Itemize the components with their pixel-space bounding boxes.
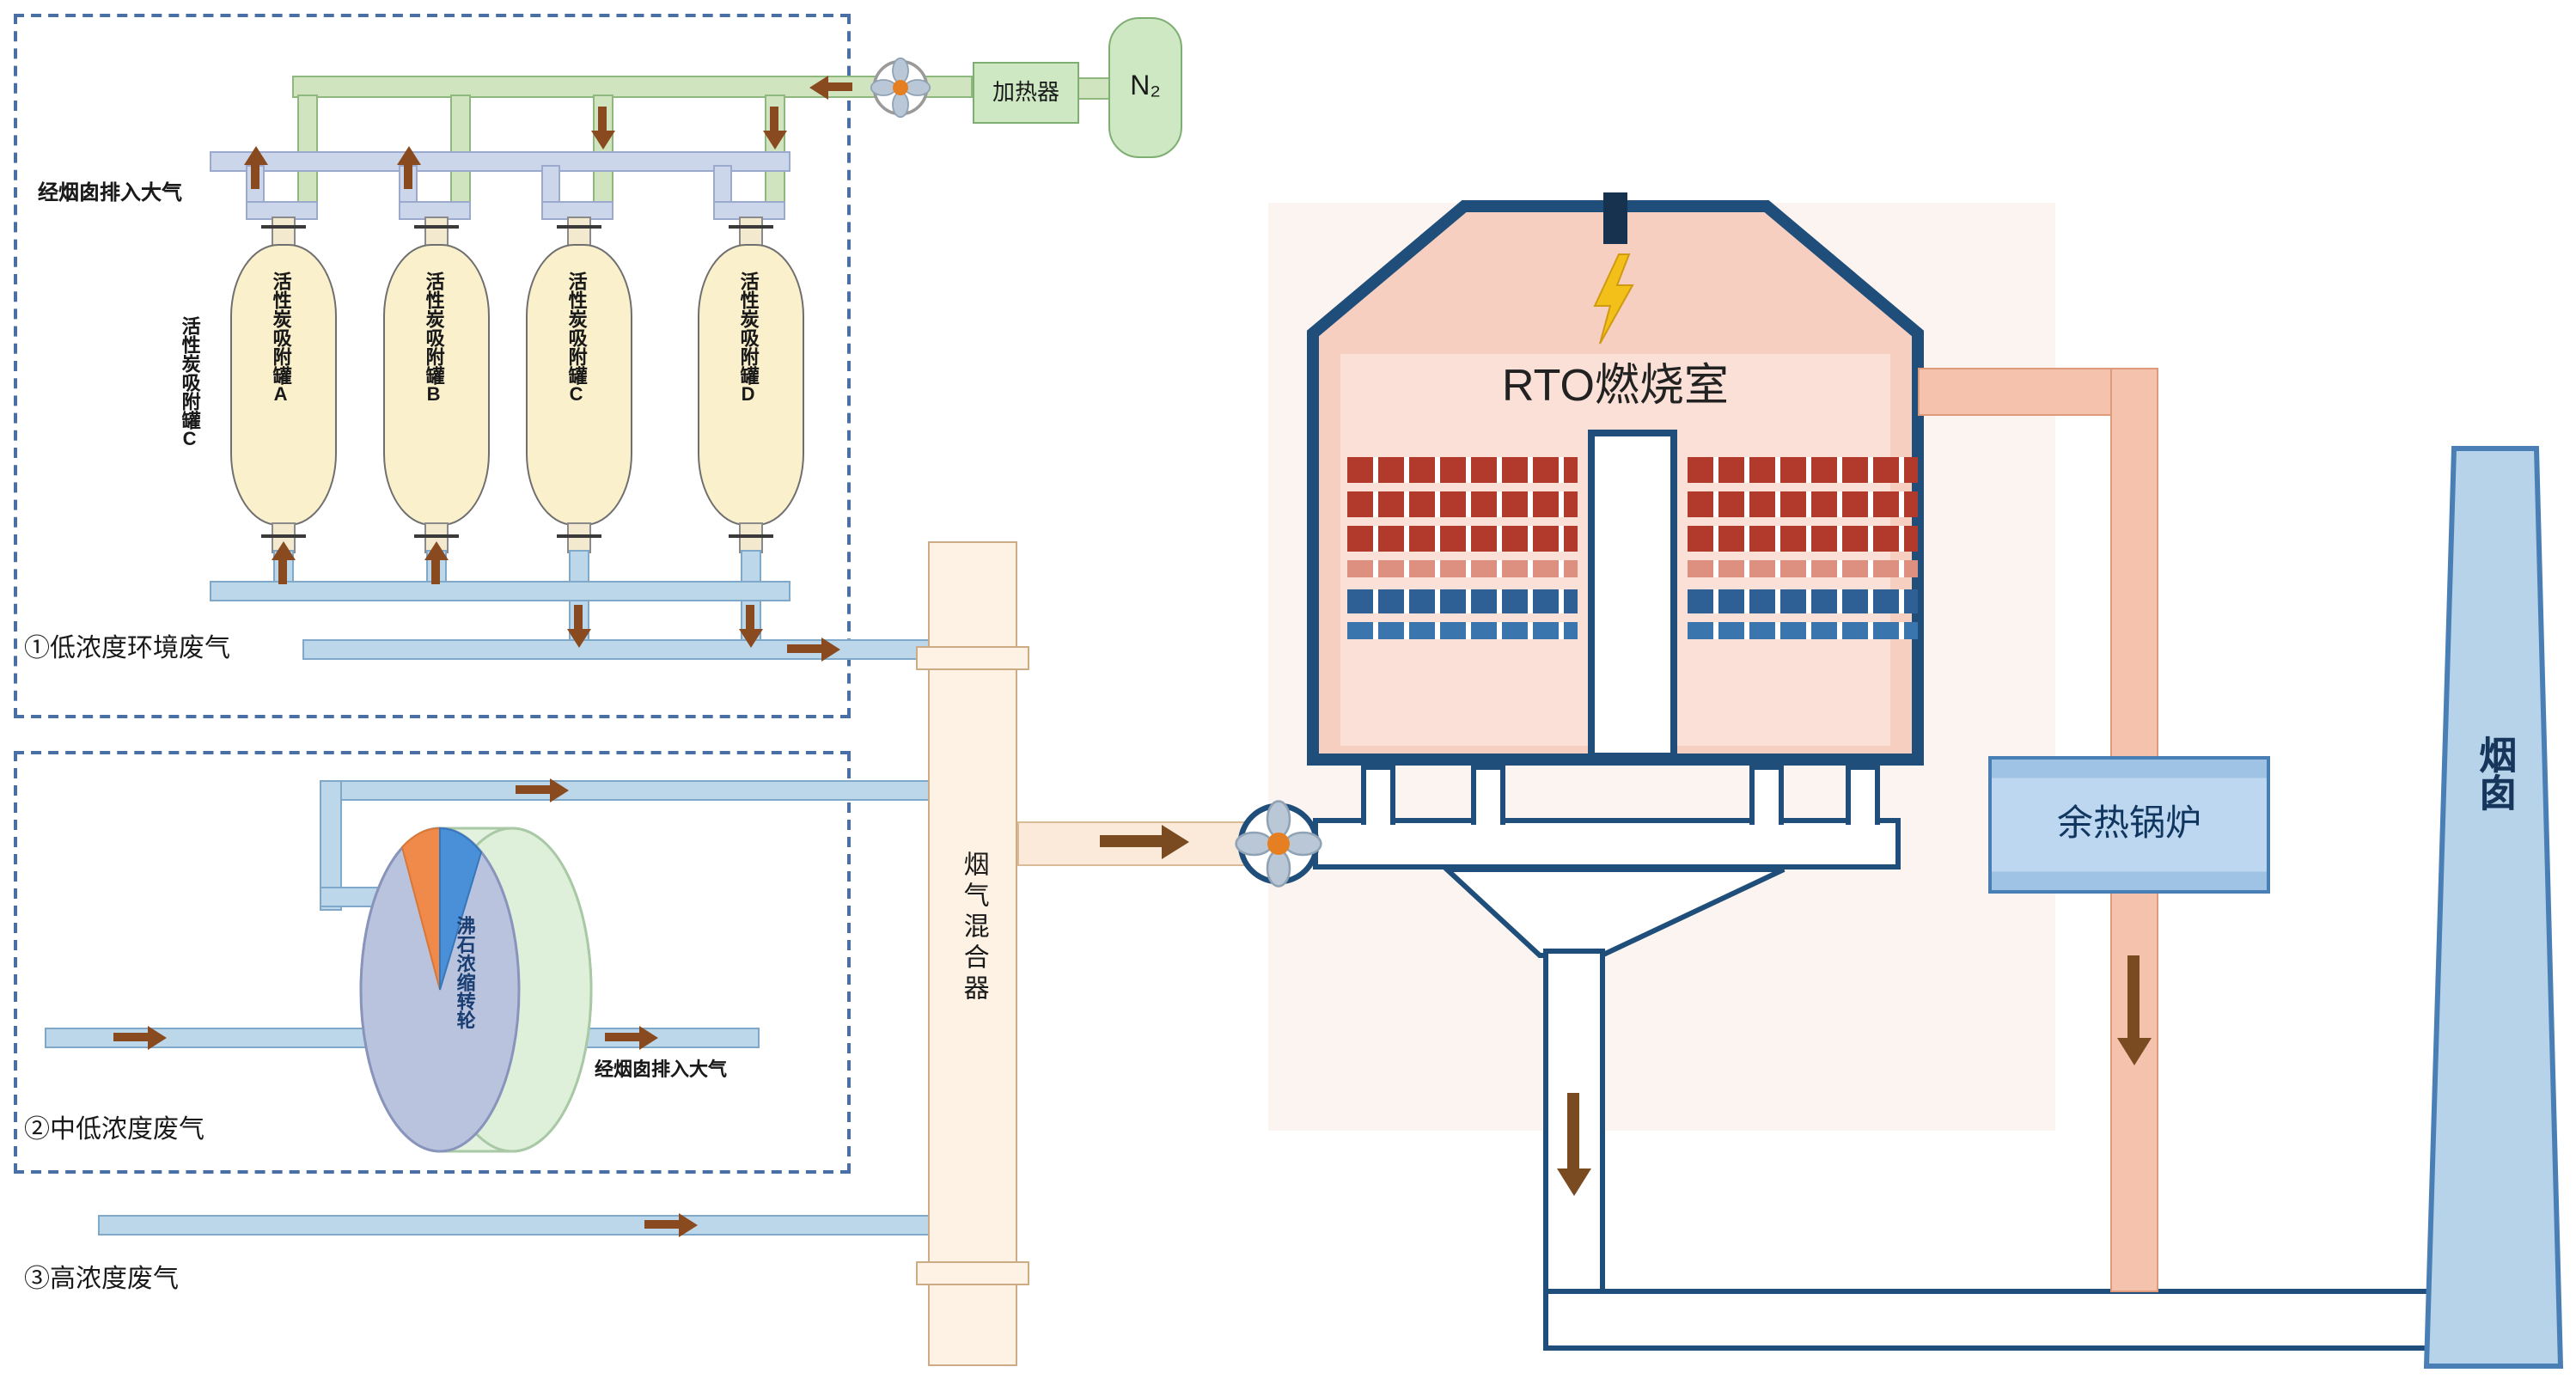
pipe-feed-manifold <box>210 581 791 601</box>
pipe-wheel-to-mixer <box>320 780 930 801</box>
flow-arrow-up <box>278 560 287 584</box>
flow-arrow-down <box>746 605 754 629</box>
wheel-exhaust-label: 经烟囱排入大气 <box>595 1060 727 1081</box>
duct-valve-stub-3 <box>1749 765 1784 825</box>
valve-mark <box>261 225 306 229</box>
chimney <box>2423 446 2564 1369</box>
fan-icon <box>870 57 931 119</box>
tank-c-label: 活性炭吸附罐C <box>565 272 587 406</box>
duct-bottom-to-chimney <box>1543 1289 2492 1351</box>
flow-arrow-right <box>516 785 550 794</box>
brick-row <box>1347 457 1578 483</box>
valve-mark <box>414 534 459 538</box>
flow-arrow-left <box>828 82 852 91</box>
valve-mark <box>414 225 459 229</box>
zeolite-wheel-label: 沸石浓缩转轮 <box>454 916 475 1029</box>
flow-arrow-up <box>404 165 412 189</box>
mixer-label: 烟气混合器 <box>960 851 990 1005</box>
flow-arrow-right <box>644 1220 679 1229</box>
pipe-rto-to-boiler-vertical <box>2110 368 2158 760</box>
brick-row <box>1688 622 1918 639</box>
zeolite-wheel <box>359 827 593 1153</box>
flow-arrow-down <box>598 107 607 131</box>
low-concentration-section-box <box>14 14 851 718</box>
brick-row <box>1688 491 1918 517</box>
blower-icon <box>1235 800 1322 888</box>
tank-d-bottom-neck <box>739 522 763 553</box>
side-tank-label: 活性炭吸附罐C <box>179 316 200 450</box>
flow-arrow-down-main <box>1567 1093 1579 1168</box>
flow-arrow-right <box>113 1033 148 1041</box>
tank-d-top-neck <box>739 217 763 247</box>
tank-c-bottom-neck <box>567 522 591 553</box>
brick-row <box>1347 560 1578 577</box>
mixer-flange-bottom <box>916 1261 1029 1285</box>
pipe-high-concentration <box>98 1215 930 1236</box>
flow-arrow-up <box>251 165 259 189</box>
chimney-label: 烟囱 <box>2474 735 2518 811</box>
brick-row <box>1688 457 1918 483</box>
pipe-boiler-down <box>2110 890 2158 1292</box>
duct-valve-stub-1 <box>1361 765 1395 825</box>
brick-row <box>1688 589 1918 613</box>
pipe-exhaust-manifold <box>210 151 791 172</box>
duct-valve-stub-2 <box>1471 765 1505 825</box>
tank-b-label: 活性炭吸附罐B <box>423 272 444 406</box>
adsorption-tank-d <box>698 244 804 526</box>
n2-tank <box>1108 17 1182 158</box>
rto-center-channel <box>1588 430 1677 760</box>
mid-concentration-section-box <box>14 751 851 1174</box>
tank-b-top-neck <box>424 217 449 247</box>
adsorption-tank-b <box>383 244 490 526</box>
valve-mark <box>261 534 306 538</box>
rto-bottom-funnel <box>1444 867 1785 958</box>
heater-box <box>973 62 1079 124</box>
duct-rto-inlet-manifold <box>1313 818 1901 870</box>
high-section-label: ③高浓度废气 <box>24 1265 180 1294</box>
tank-a-label: 活性炭吸附罐A <box>270 272 291 406</box>
brick-row <box>1347 622 1578 639</box>
flow-arrow-right-main <box>1100 835 1162 847</box>
flue-gas-mixer <box>928 541 1017 1366</box>
rto-ceramic-bed-right <box>1688 457 1918 639</box>
duct-valve-stub-4 <box>1846 765 1880 825</box>
tank-c-top-neck <box>567 217 591 247</box>
flow-arrow-right <box>605 1033 639 1041</box>
tank-d-label: 活性炭吸附罐D <box>737 272 759 406</box>
brick-row <box>1347 491 1578 517</box>
valve-mark <box>729 225 773 229</box>
flow-arrow-right <box>787 644 821 653</box>
rto-label: RTO燃烧室 <box>1502 359 1729 411</box>
brick-row <box>1347 526 1578 552</box>
n2-tank-label: N₂ <box>1130 72 1161 101</box>
brick-row <box>1688 560 1918 577</box>
heater-label: 加热器 <box>992 79 1059 105</box>
exhaust-label-top: 经烟囱排入大气 <box>38 180 183 204</box>
adsorption-tank-a <box>230 244 337 526</box>
mixer-flange-top <box>916 646 1029 670</box>
flow-arrow-down <box>574 605 583 629</box>
brick-row <box>1688 526 1918 552</box>
pipe-n2-main <box>292 76 973 98</box>
valve-mark <box>729 534 773 538</box>
flow-arrow-down <box>770 107 778 131</box>
tank-a-top-neck <box>272 217 296 247</box>
valve-mark <box>557 225 601 229</box>
flow-arrow-up <box>431 560 440 584</box>
mid-section-label: ②中低浓度废气 <box>24 1115 205 1144</box>
valve-mark <box>557 534 601 538</box>
pipe-wheel-inlet <box>45 1028 371 1048</box>
flow-arrow-down-main <box>2127 955 2140 1038</box>
boiler-label: 余热锅炉 <box>2057 804 2201 844</box>
rto-ceramic-bed-left <box>1347 457 1578 639</box>
waste-heat-boiler <box>1988 756 2270 894</box>
low-section-label: ①低浓度环境废气 <box>24 634 231 663</box>
brick-row <box>1347 589 1578 613</box>
